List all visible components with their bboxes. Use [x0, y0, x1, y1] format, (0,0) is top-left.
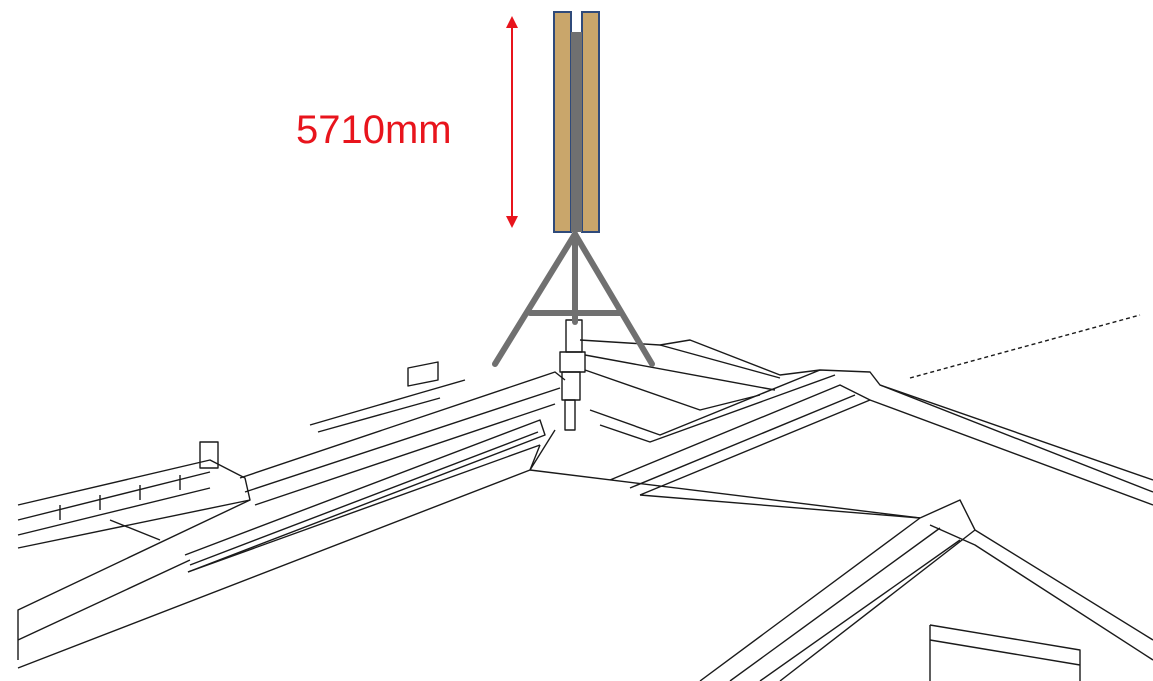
left-ridge	[17, 441, 251, 660]
lower-hip	[529, 429, 1153, 681]
tripod-mount	[492, 231, 655, 367]
antenna-left-panel	[553, 11, 572, 233]
mast-base	[559, 319, 586, 431]
mid-ridge	[17, 361, 566, 669]
dashed-guide-line	[909, 314, 1141, 379]
antenna-center-pole	[571, 32, 582, 232]
roof-structure	[17, 314, 1153, 681]
dimension-label: 5710mm	[296, 108, 452, 152]
antenna-right-panel	[581, 11, 600, 233]
right-ridge	[579, 339, 1153, 506]
antenna	[553, 11, 600, 233]
